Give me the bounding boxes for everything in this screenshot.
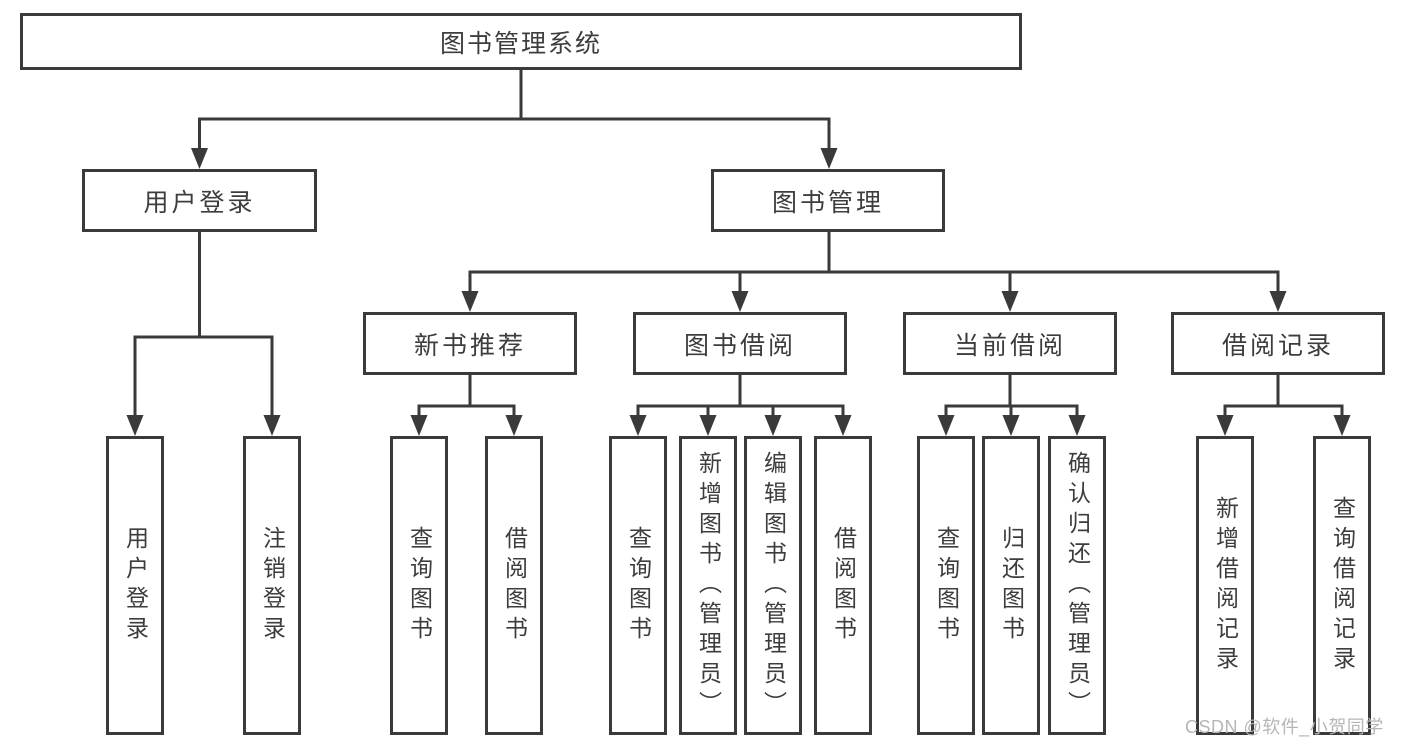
arrowheads-borrowrecords-leaves — [1216, 415, 1351, 436]
branch-new-books: 新书推荐 — [363, 312, 577, 375]
leaf-user-login: 用户登录 — [106, 436, 164, 735]
leaf-borrow-add-admin: 新增图书（管理员） — [679, 436, 737, 735]
branch-user-login: 用户登录 — [82, 169, 317, 232]
arrowheads-level2 — [191, 148, 838, 169]
branch-book-mgmt: 图书管理 — [711, 169, 945, 232]
leaf-records-query: 查询借阅记录 — [1313, 436, 1371, 735]
leaf-newbooks-query: 查询图书 — [390, 436, 448, 735]
connector-root-to-level2 — [198, 70, 831, 150]
branch-book-borrow: 图书借阅 — [633, 312, 847, 375]
leaf-borrow-edit-admin: 编辑图书（管理员） — [744, 436, 802, 735]
arrowheads-currentborrow-leaves — [937, 415, 1086, 436]
watermark: CSDN @软件_小贺同学 — [1185, 717, 1384, 737]
leaf-newbooks-borrow: 借阅图书 — [485, 436, 543, 735]
connector-newbooks-leaves — [417, 375, 516, 419]
leaf-records-add: 新增借阅记录 — [1196, 436, 1254, 735]
leaf-current-confirm-admin: 确认归还（管理员） — [1048, 436, 1106, 735]
connector-bookmgmt-to-level3 — [468, 232, 1280, 295]
root-node: 图书管理系统 — [20, 13, 1022, 70]
leaf-logout: 注销登录 — [243, 436, 301, 735]
arrowheads-userlogin-leaves — [126, 415, 281, 436]
connector-currentborrow-leaves — [944, 375, 1079, 419]
leaf-current-return: 归还图书 — [982, 436, 1040, 735]
arrowheads-level3 — [461, 291, 1287, 312]
connector-borrowrecords-leaves — [1223, 375, 1344, 419]
branch-borrow-records: 借阅记录 — [1171, 312, 1385, 375]
arrowheads-bookborrow-leaves — [629, 415, 852, 436]
connector-userlogin-leaves — [133, 232, 274, 419]
leaf-borrow-query: 查询图书 — [609, 436, 667, 735]
branch-current-borrow: 当前借阅 — [903, 312, 1117, 375]
leaf-current-query: 查询图书 — [917, 436, 975, 735]
leaf-borrow-borrow: 借阅图书 — [814, 436, 872, 735]
connector-bookborrow-leaves — [636, 375, 845, 419]
arrowheads-newbooks-leaves — [410, 415, 523, 436]
